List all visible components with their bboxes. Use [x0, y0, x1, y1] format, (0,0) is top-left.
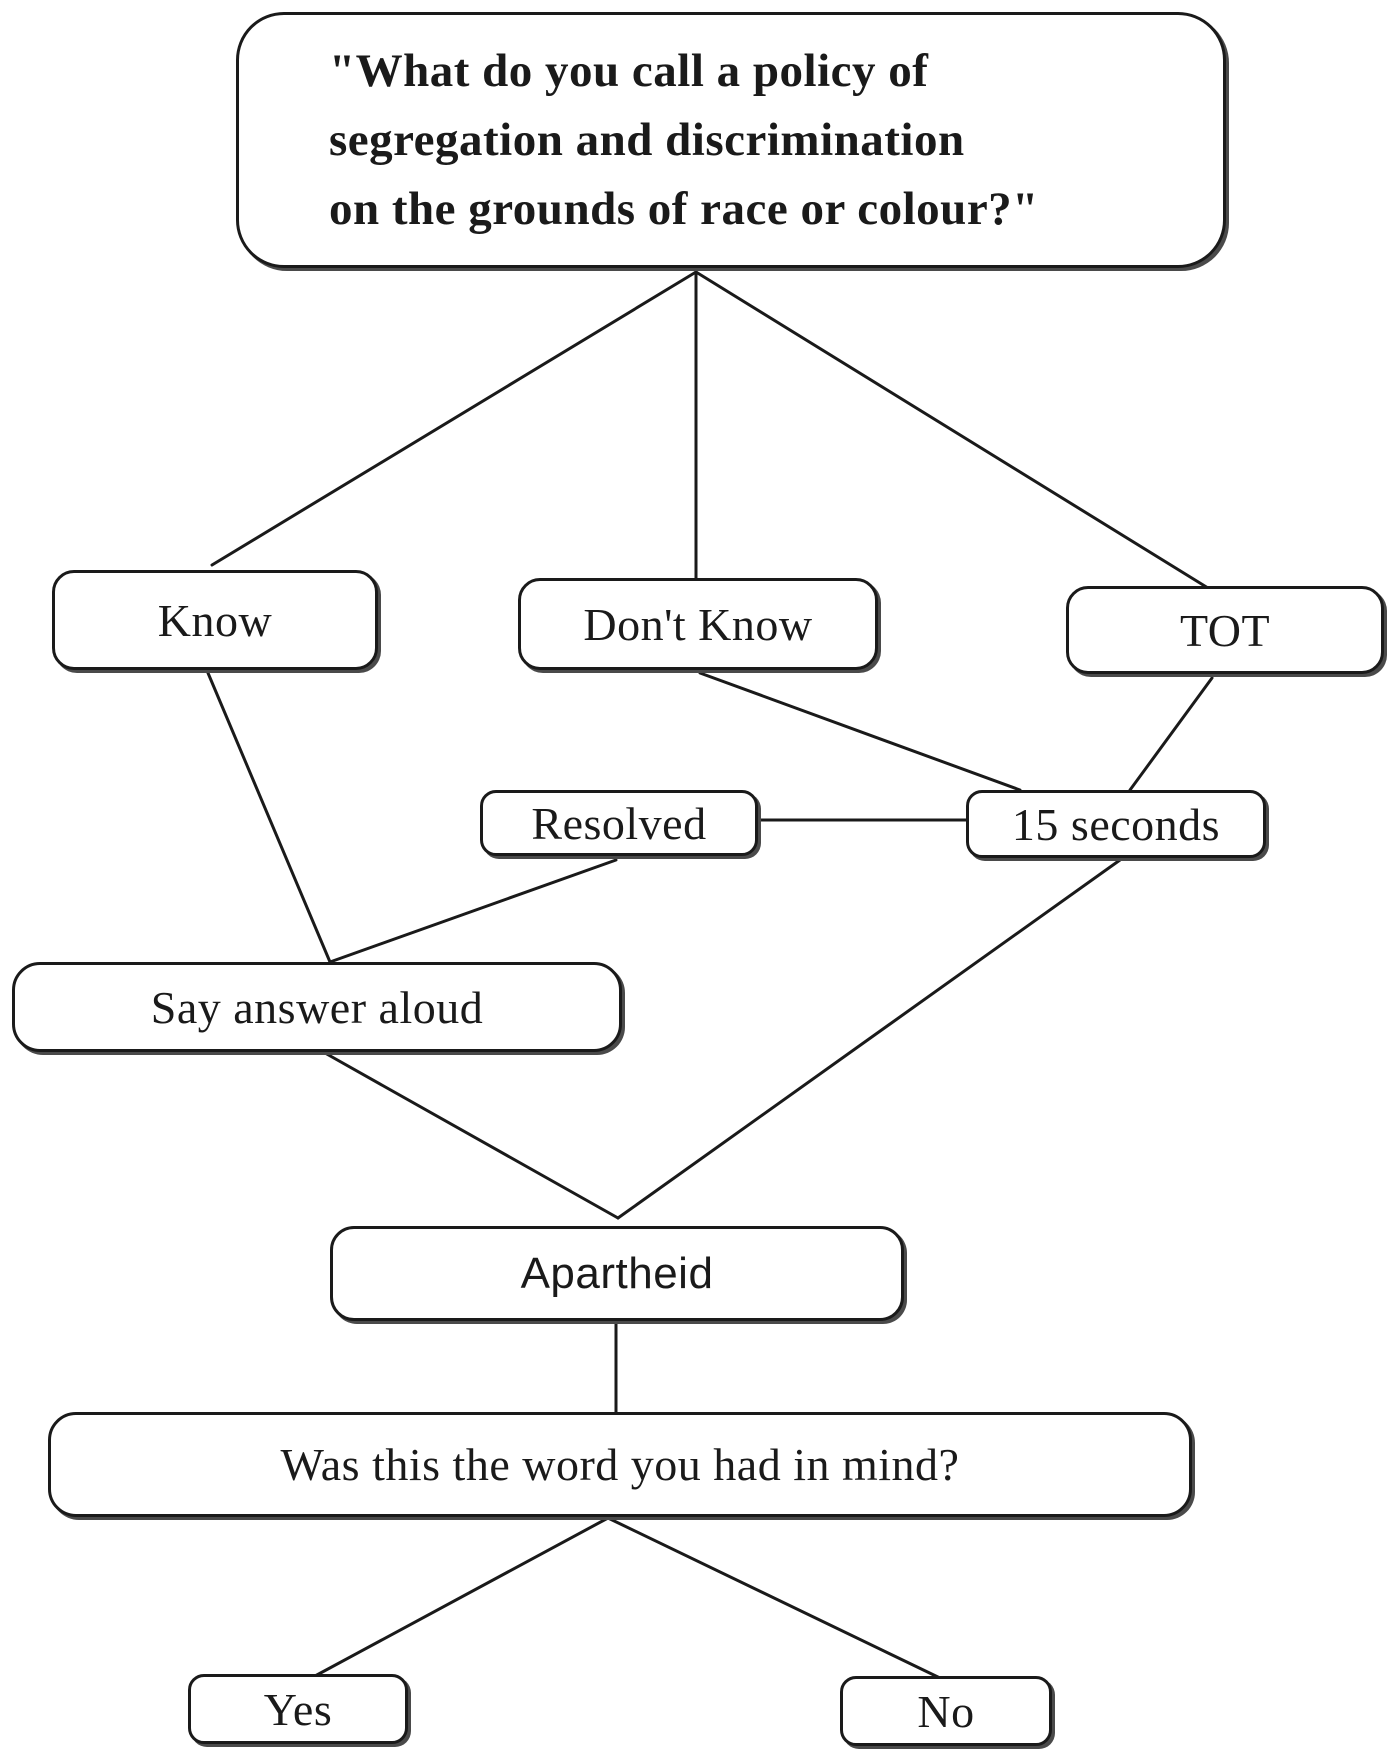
- question-text: "What do you call a policy of segregatio…: [329, 44, 1039, 235]
- know-box: Know: [52, 570, 378, 670]
- apartheid-label: Apartheid: [520, 1248, 714, 1298]
- dont-know-label: Don't Know: [583, 598, 813, 650]
- resolved-label: Resolved: [531, 797, 707, 849]
- say-answer-box: Say answer aloud: [12, 962, 622, 1052]
- tot-box: TOT: [1066, 586, 1384, 674]
- edge-dont-know-15-seconds: [698, 671, 1022, 792]
- edge-know-say-answer: [206, 671, 332, 964]
- yes-box: Yes: [188, 1674, 408, 1744]
- edge-15-seconds-apartheid: [616, 858, 1122, 1220]
- know-label: Know: [157, 594, 273, 646]
- no-box: No: [840, 1676, 1052, 1746]
- edge-question-tot: [694, 270, 1210, 590]
- question-box: "What do you call a policy of segregatio…: [236, 12, 1226, 268]
- edge-question-know: [210, 270, 698, 567]
- edge-confirm-yes: [313, 1516, 610, 1678]
- edge-confirm-no: [606, 1516, 942, 1680]
- yes-label: Yes: [263, 1683, 333, 1735]
- say-answer-label: Say answer aloud: [150, 981, 484, 1033]
- confirm-question-label: Was this the word you had in mind?: [280, 1439, 960, 1490]
- dont-know-box: Don't Know: [518, 578, 878, 670]
- resolved-box: Resolved: [480, 790, 758, 856]
- edge-tot-15-seconds: [1128, 676, 1214, 792]
- no-label: No: [917, 1685, 975, 1737]
- tot-label: TOT: [1179, 604, 1271, 656]
- apartheid-box: Apartheid: [330, 1226, 904, 1321]
- fifteen-seconds-box: 15 seconds: [966, 790, 1266, 858]
- confirm-question-box: Was this the word you had in mind?: [48, 1412, 1192, 1517]
- fifteen-seconds-label: 15 seconds: [1011, 798, 1221, 850]
- edge-resolved-say-answer: [328, 858, 618, 964]
- edge-say-answer-apartheid: [323, 1051, 620, 1220]
